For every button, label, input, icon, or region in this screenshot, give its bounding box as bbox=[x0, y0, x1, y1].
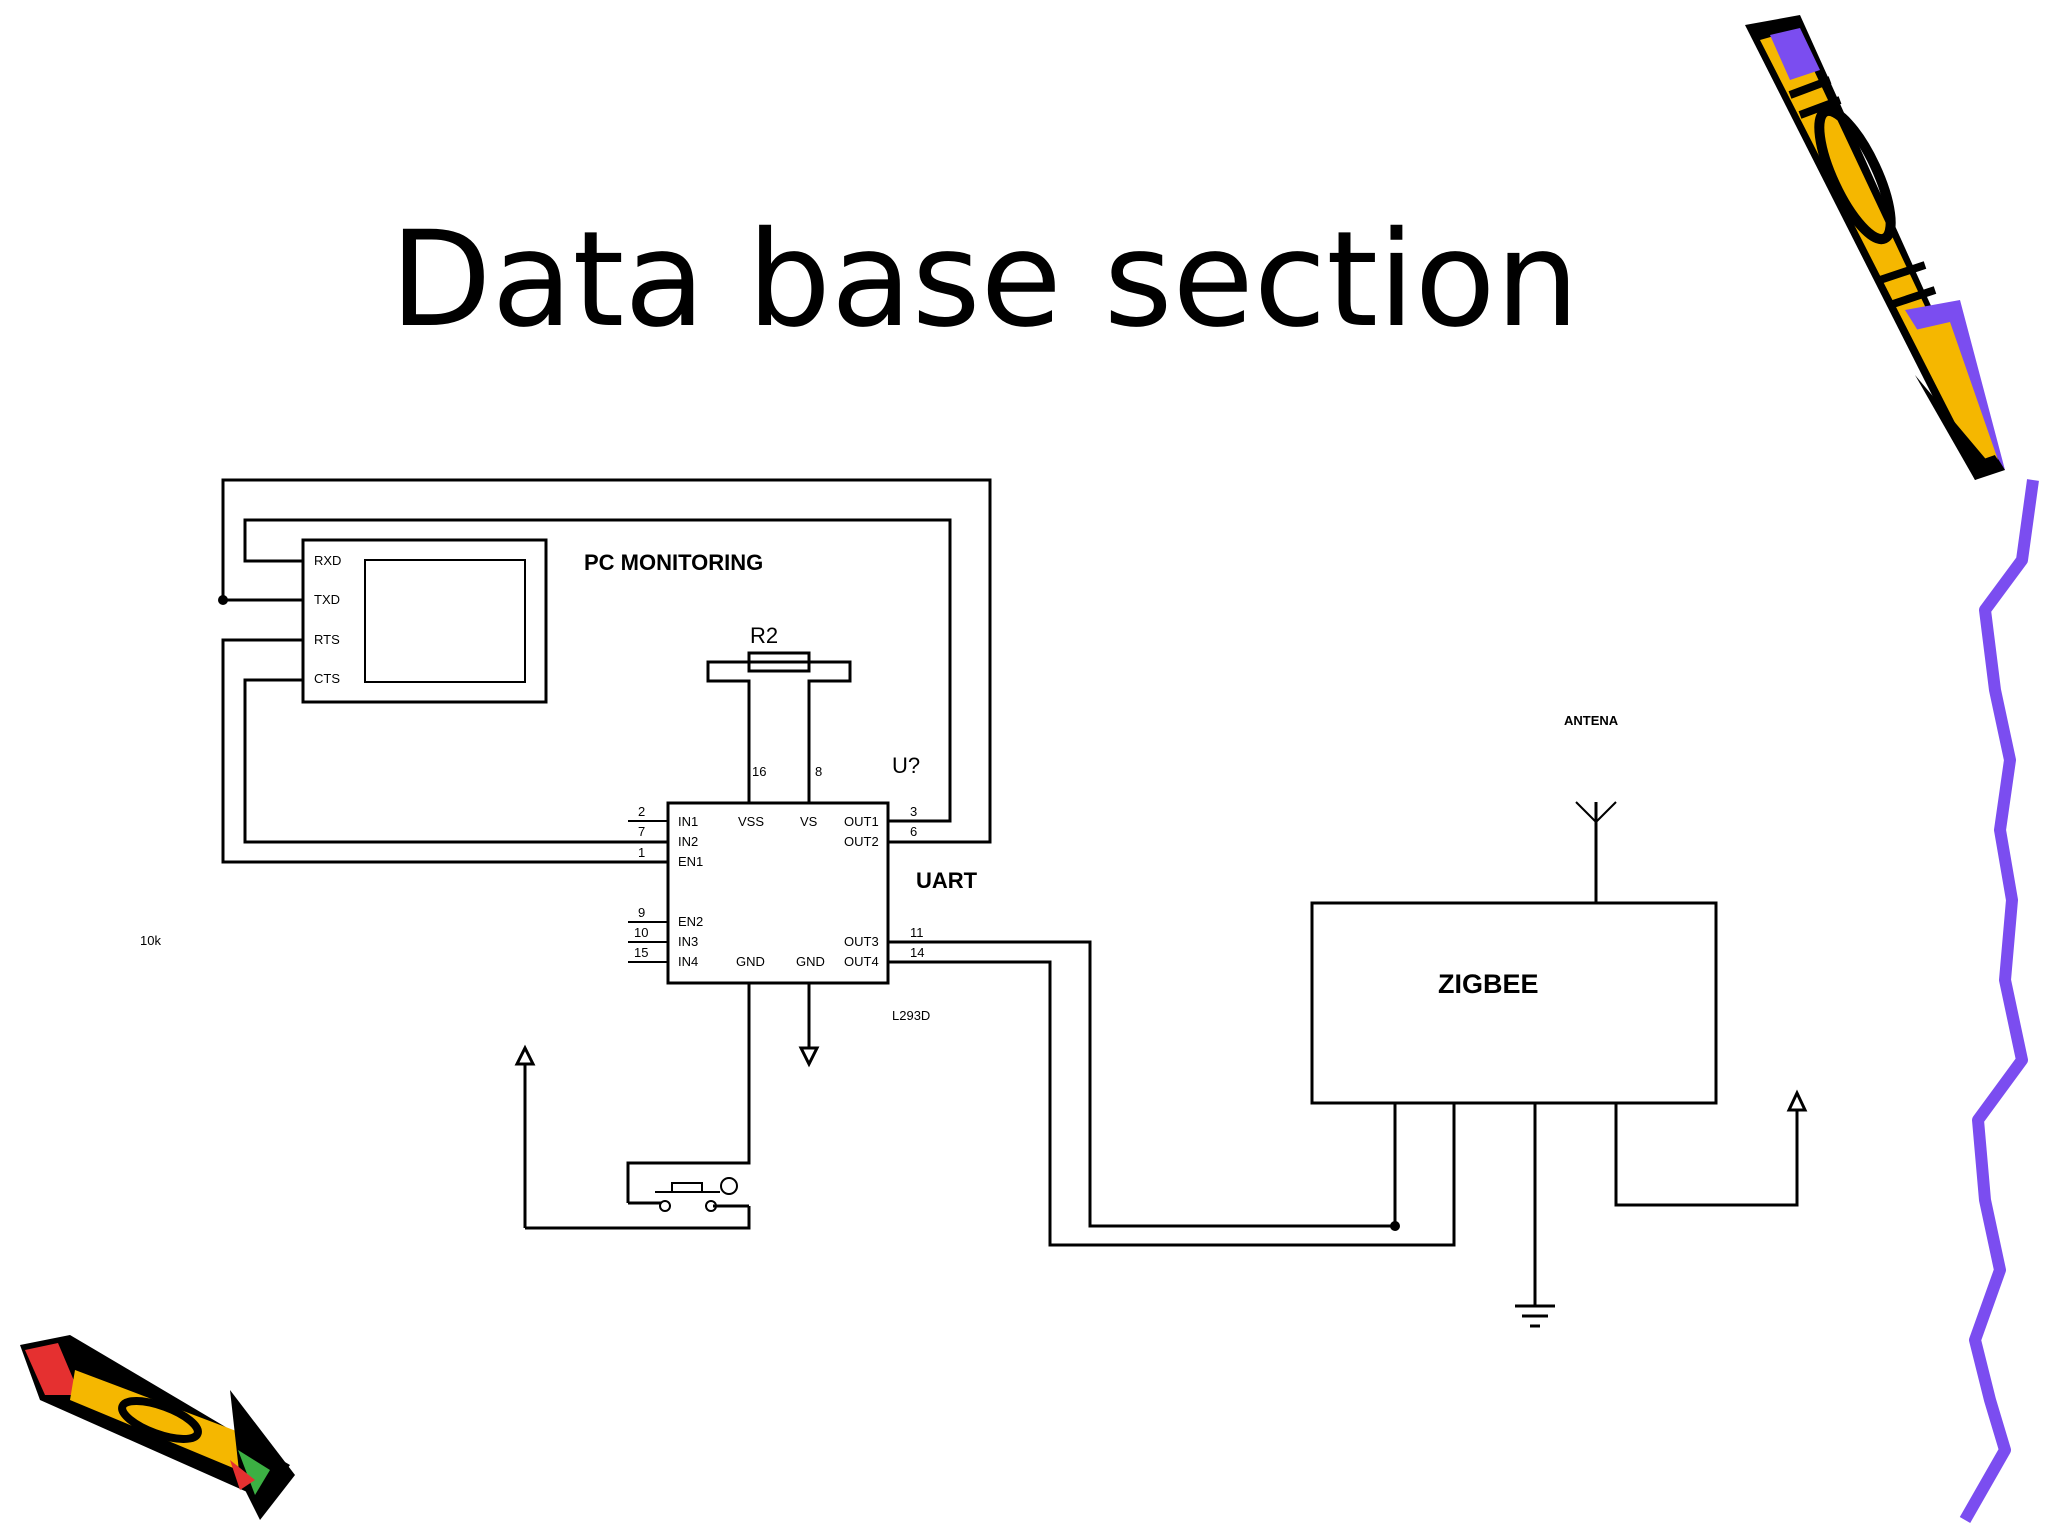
pin-label-in4: IN4 bbox=[678, 954, 698, 969]
resistor-label: R2 bbox=[750, 623, 778, 648]
stray-10k-label: 10k bbox=[140, 933, 161, 948]
ic-part-label: L293D bbox=[892, 1008, 930, 1023]
circuit-schematic: RXD TXD RTS CTS PC MONITORING R2 U? L293… bbox=[140, 478, 1808, 1328]
pin-num-in1: 2 bbox=[638, 804, 645, 819]
pin-num-out1: 3 bbox=[910, 804, 917, 819]
pc-pin-txd: TXD bbox=[314, 592, 340, 607]
pin-num-in2: 7 bbox=[638, 824, 645, 839]
pencil-clipart-bottom-left bbox=[20, 1335, 295, 1520]
ic-l293d: U? L293D UART 2 7 1 9 10 15 16 8 3 6 11 bbox=[628, 753, 978, 1023]
pin-num-vs: 8 bbox=[815, 764, 822, 779]
pin-label-out1: OUT1 bbox=[844, 814, 879, 829]
antenna-label: ANTENA bbox=[1564, 713, 1619, 728]
resistor-r2: R2 bbox=[706, 623, 852, 803]
pin-num-out3: 11 bbox=[910, 925, 924, 940]
slide-title: Data base section bbox=[390, 203, 1579, 357]
pc-monitoring-block: RXD TXD RTS CTS PC MONITORING bbox=[301, 538, 763, 704]
pin-label-vss: VSS bbox=[738, 814, 764, 829]
pin-label-out2: OUT2 bbox=[844, 834, 879, 849]
antenna-symbol: ANTENA bbox=[1564, 713, 1619, 903]
pc-pin-rts: RTS bbox=[314, 632, 340, 647]
pin-label-en2: EN2 bbox=[678, 914, 703, 929]
pin-num-en2: 9 bbox=[638, 905, 645, 920]
pin-num-en1: 1 bbox=[638, 845, 645, 860]
uart-label: UART bbox=[916, 868, 978, 893]
pin-label-gnd1: GND bbox=[736, 954, 765, 969]
pin-num-out4: 14 bbox=[910, 945, 924, 960]
ic-ref-label: U? bbox=[892, 753, 920, 778]
pin-num-out2: 6 bbox=[910, 824, 917, 839]
pc-monitoring-label: PC MONITORING bbox=[584, 550, 763, 575]
pin-label-vs: VS bbox=[800, 814, 818, 829]
pin-num-vss: 16 bbox=[752, 764, 766, 779]
zigbee-label: ZIGBEE bbox=[1438, 969, 1539, 999]
pc-pin-rxd: RXD bbox=[314, 553, 341, 568]
pencil-clipart-top-right bbox=[1745, 15, 2005, 480]
pin-label-out3: OUT3 bbox=[844, 934, 879, 949]
purple-squiggle-decoration bbox=[1959, 479, 2039, 1523]
ground-symbol bbox=[1515, 1104, 1555, 1328]
pc-pin-cts: CTS bbox=[314, 671, 340, 686]
pin-num-in4: 15 bbox=[634, 945, 648, 960]
pin-label-in1: IN1 bbox=[678, 814, 698, 829]
pin-label-en1: EN1 bbox=[678, 854, 703, 869]
pin-label-out4: OUT4 bbox=[844, 954, 879, 969]
pin-num-in3: 10 bbox=[634, 925, 648, 940]
pin-label-in2: IN2 bbox=[678, 834, 698, 849]
pin-label-gnd2: GND bbox=[796, 954, 825, 969]
pin-label-in3: IN3 bbox=[678, 934, 698, 949]
push-button-switch bbox=[525, 1177, 751, 1230]
zigbee-module: ZIGBEE bbox=[1310, 901, 1718, 1105]
